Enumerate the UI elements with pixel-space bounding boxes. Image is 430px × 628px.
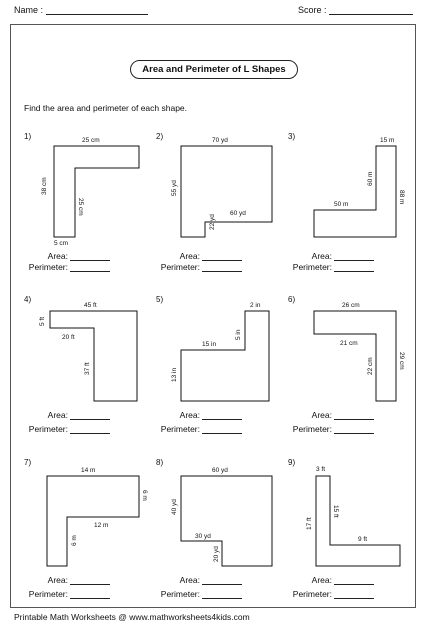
dimension-label: 20 ft xyxy=(62,334,75,341)
dimension-label: 60 yd xyxy=(212,467,228,474)
area-answer[interactable]: Area: xyxy=(0,251,110,261)
instructions: Find the area and perimeter of each shap… xyxy=(24,103,188,113)
dimension-label: 12 m xyxy=(94,522,108,529)
perimeter-answer[interactable]: Perimeter: xyxy=(122,424,242,434)
perimeter-answer[interactable]: Perimeter: xyxy=(0,262,110,272)
perimeter-answer[interactable]: Perimeter: xyxy=(254,424,374,434)
dimension-label: 26 cm xyxy=(342,302,360,309)
dimension-label: 15 m xyxy=(380,137,394,144)
name-label: Name : xyxy=(14,5,44,15)
dimension-label: 5 in xyxy=(235,329,242,340)
score-line[interactable] xyxy=(329,5,414,15)
perimeter-answer[interactable]: Perimeter: xyxy=(0,589,110,599)
area-answer[interactable]: Area: xyxy=(0,410,110,420)
perimeter-answer[interactable]: Perimeter: xyxy=(254,262,374,272)
dimension-label: 9 ft xyxy=(358,536,367,543)
dimension-label: 50 m xyxy=(334,201,348,208)
area-answer[interactable]: Area: xyxy=(254,575,374,585)
dimension-label: 60 yd xyxy=(230,210,246,217)
dimension-label: 40 yd xyxy=(171,499,178,515)
dimension-label: 14 m xyxy=(81,467,95,474)
dimension-label: 38 cm xyxy=(41,177,48,195)
dimension-label: 45 ft xyxy=(84,302,97,309)
area-answer[interactable]: Area: xyxy=(254,410,374,420)
score-label: Score : xyxy=(298,5,327,15)
dimension-label: 30 yd xyxy=(195,533,211,540)
problem-number: 1) xyxy=(24,132,32,141)
name-line[interactable] xyxy=(45,5,148,15)
l-shape-1 xyxy=(53,145,140,238)
area-answer[interactable]: Area: xyxy=(122,410,242,420)
dimension-label: 22 yd xyxy=(209,214,216,230)
perimeter-answer[interactable]: Perimeter: xyxy=(0,424,110,434)
problem-number: 4) xyxy=(24,295,32,304)
l-shape-6 xyxy=(313,310,397,402)
dimension-label: 6 m xyxy=(141,490,148,501)
dimension-label: 60 m xyxy=(367,172,374,186)
problem-number: 7) xyxy=(24,458,32,467)
dimension-label: 25 cm xyxy=(82,137,100,144)
dimension-label: 5 ft xyxy=(39,317,46,326)
dimension-label: 2 in xyxy=(250,302,261,309)
dimension-label: 22 cm xyxy=(367,357,374,375)
dimension-label: 55 yd xyxy=(171,180,178,196)
dimension-label: 6 m xyxy=(71,535,78,546)
perimeter-answer[interactable]: Perimeter: xyxy=(254,589,374,599)
l-shape-5 xyxy=(180,310,270,402)
area-answer[interactable]: Area: xyxy=(122,575,242,585)
footer-credit: Printable Math Worksheets @ www.mathwork… xyxy=(14,612,250,622)
dimension-label: 17 ft xyxy=(306,517,313,530)
name-field[interactable]: Name : xyxy=(14,5,148,15)
dimension-label: 3 ft xyxy=(316,466,325,473)
perimeter-answer[interactable]: Perimeter: xyxy=(122,589,242,599)
problem-number: 2) xyxy=(156,132,164,141)
l-shape-3 xyxy=(313,145,397,238)
dimension-label: 15 in xyxy=(202,341,216,348)
dimension-label: 25 cm xyxy=(77,198,84,216)
l-shape-2 xyxy=(180,145,273,238)
dimension-label: 20 yd xyxy=(213,546,220,562)
dimension-label: 15 ft xyxy=(332,505,339,518)
problem-number: 6) xyxy=(288,295,296,304)
dimension-label: 37 ft xyxy=(84,362,91,375)
dimension-label: 70 yd xyxy=(212,137,228,144)
l-shape-7 xyxy=(46,475,140,567)
problem-number: 5) xyxy=(156,295,164,304)
worksheet-title: Area and Perimeter of L Shapes xyxy=(130,60,298,79)
perimeter-answer[interactable]: Perimeter: xyxy=(122,262,242,272)
dimension-label: 21 cm xyxy=(340,340,358,347)
area-answer[interactable]: Area: xyxy=(254,251,374,261)
l-shape-8 xyxy=(180,475,273,567)
area-answer[interactable]: Area: xyxy=(122,251,242,261)
l-shape-9 xyxy=(315,475,401,567)
problem-number: 3) xyxy=(288,132,296,141)
worksheet-frame xyxy=(10,24,416,608)
dimension-label: 13 in xyxy=(171,368,178,382)
l-shape-4 xyxy=(49,310,138,402)
dimension-label: 5 cm xyxy=(54,240,68,247)
area-answer[interactable]: Area: xyxy=(0,575,110,585)
dimension-label: 29 cm xyxy=(398,352,405,370)
problem-number: 9) xyxy=(288,458,296,467)
dimension-label: 88 m xyxy=(398,190,405,204)
problem-number: 8) xyxy=(156,458,164,467)
score-field[interactable]: Score : xyxy=(298,5,414,15)
